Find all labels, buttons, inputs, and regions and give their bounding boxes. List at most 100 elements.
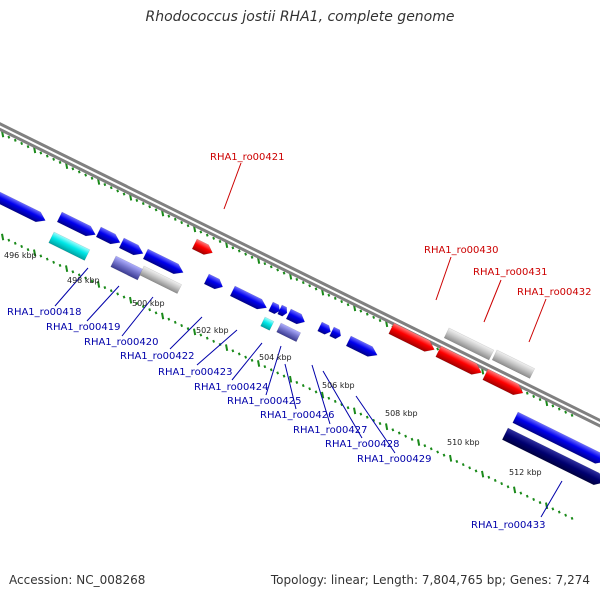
- gene-label-ro00428[interactable]: RHA1_ro00428: [325, 439, 400, 450]
- lower-tick: [314, 390, 318, 394]
- upper-tick: [231, 246, 235, 250]
- lower-tick-row: [1, 233, 574, 520]
- gene-label-ro00433[interactable]: RHA1_ro00433: [471, 520, 546, 531]
- upper-tick: [269, 265, 273, 269]
- lower-tick: [429, 447, 433, 451]
- lower-tick: [84, 276, 88, 280]
- lower-tick: [423, 444, 427, 448]
- lower-tick: [391, 428, 395, 432]
- gene-arrow-ro00423[interactable]: [229, 285, 269, 313]
- gene-arrow-ro00430[interactable]: [388, 322, 437, 355]
- lower-tick: [487, 475, 491, 479]
- gene-arrow-ro00427[interactable]: [317, 321, 333, 336]
- upper-tick: [58, 160, 62, 165]
- upper-tick: [237, 249, 241, 253]
- upper-tick: [295, 277, 299, 281]
- gene-label-ro00424[interactable]: RHA1_ro00424: [194, 382, 269, 393]
- lower-tick: [103, 286, 107, 290]
- upper-tick: [359, 309, 363, 313]
- lower-tick: [410, 437, 414, 441]
- rna-feature-ro00418[interactable]: [48, 231, 91, 261]
- gene-label-ro00422[interactable]: RHA1_ro00422: [120, 351, 195, 362]
- gene-label-ro00423[interactable]: RHA1_ro00423: [158, 367, 233, 378]
- upper-tick: [20, 141, 24, 146]
- gene-arrow-ro00429[interactable]: [345, 335, 380, 360]
- pseudo-feature-ro00420[interactable]: [139, 265, 182, 294]
- rna-feature-ro00424[interactable]: [260, 316, 275, 331]
- lower-tick: [474, 469, 478, 473]
- upper-tick: [116, 189, 120, 193]
- kbp-scale: 496 kbp 498 kbp 500 kbp 502 kbp 504 kbp …: [4, 251, 542, 477]
- gene-arrow-ro00433[interactable]: [512, 411, 600, 467]
- lower-tick: [346, 406, 350, 410]
- upper-tick: [52, 157, 56, 161]
- gene-arrow-ro00428[interactable]: [329, 326, 343, 340]
- gene-label-ro00430[interactable]: RHA1_ro00430: [424, 245, 499, 256]
- lower-tick: [359, 412, 363, 416]
- accession-text: Accession: NC_008268: [9, 573, 146, 587]
- upper-tick: [327, 293, 331, 297]
- gene-arrow-ro00425b[interactable]: [276, 322, 302, 343]
- upper-tick: [45, 154, 49, 158]
- lower-tick: [58, 263, 62, 268]
- pseudo-feature-ro00431[interactable]: [491, 349, 535, 379]
- gene-label-ro00418[interactable]: RHA1_ro00418: [7, 307, 82, 318]
- gene-label-ro00420[interactable]: RHA1_ro00420: [84, 337, 159, 348]
- lower-tick: [513, 486, 517, 494]
- lower-tick: [77, 273, 81, 277]
- gene-arrow-ro00421[interactable]: [191, 238, 215, 258]
- gene-arrow-ro00418-plus[interactable]: [56, 211, 98, 240]
- gene-arrow-ro00419[interactable]: [110, 255, 144, 281]
- gene-arrow-ro00424[interactable]: [268, 301, 282, 315]
- lower-tick: [353, 407, 357, 415]
- lower-tick: [340, 403, 344, 407]
- upper-tick: [103, 183, 107, 187]
- gene-arrow-ro00419b[interactable]: [118, 237, 145, 258]
- gene-label-ro00427[interactable]: RHA1_ro00427: [293, 425, 368, 436]
- leader-line: [265, 345, 282, 396]
- lower-tick: [122, 295, 126, 299]
- lower-tick: [449, 454, 453, 462]
- gene-label-ro00429[interactable]: RHA1_ro00429: [357, 454, 432, 465]
- upper-tick: [532, 394, 536, 398]
- upper-tick: [122, 192, 126, 196]
- gene-label-ro00419[interactable]: RHA1_ro00419: [46, 322, 121, 333]
- leader-line: [223, 162, 242, 210]
- gene-label-ro00432[interactable]: RHA1_ro00432: [517, 287, 592, 298]
- lower-tick: [493, 478, 497, 482]
- gene-arrow-ro00426[interactable]: [285, 308, 307, 327]
- upper-tick: [26, 145, 30, 149]
- lower-tick: [45, 257, 49, 261]
- genome-title: Rhodococcus jostii RHA1, complete genome: [145, 9, 455, 25]
- lower-tick: [71, 270, 75, 274]
- gene-arrow-ro00420b[interactable]: [142, 248, 186, 277]
- upper-tick: [570, 413, 574, 417]
- leader-line: [121, 296, 154, 337]
- gene-arrow-ro00432[interactable]: [482, 368, 526, 398]
- lower-tick: [135, 301, 139, 305]
- gene-label-ro00426[interactable]: RHA1_ro00426: [260, 410, 335, 421]
- gene-label-ro00425[interactable]: RHA1_ro00425: [227, 396, 302, 407]
- gene-label-ro00431[interactable]: RHA1_ro00431: [473, 267, 548, 278]
- upper-tick: [333, 296, 337, 300]
- gene-label-ro00421[interactable]: RHA1_ro00421: [210, 152, 285, 163]
- kbp-label-510: 510 kbp: [447, 438, 480, 447]
- lower-tick: [173, 320, 177, 324]
- dark-feature-ro00433[interactable]: [501, 427, 600, 488]
- gene-arrow-ro00418b[interactable]: [95, 226, 122, 247]
- upper-tick: [167, 214, 171, 218]
- gene-arrow-ro00431[interactable]: [435, 345, 484, 378]
- pseudo-feature-ro00430[interactable]: [443, 327, 495, 361]
- gene-arrow-ro00425[interactable]: [277, 304, 290, 318]
- leader-line: [196, 329, 238, 366]
- gene-arrow-ro00422[interactable]: [203, 273, 225, 292]
- upper-tick: [154, 208, 158, 212]
- lower-tick: [193, 328, 197, 336]
- leader-line: [435, 256, 452, 301]
- lower-tick: [186, 327, 190, 331]
- lower-tick: [525, 494, 529, 498]
- gene-arrow-ro00417[interactable]: [0, 188, 48, 225]
- lower-tick: [327, 396, 331, 400]
- upper-tick: [525, 391, 529, 395]
